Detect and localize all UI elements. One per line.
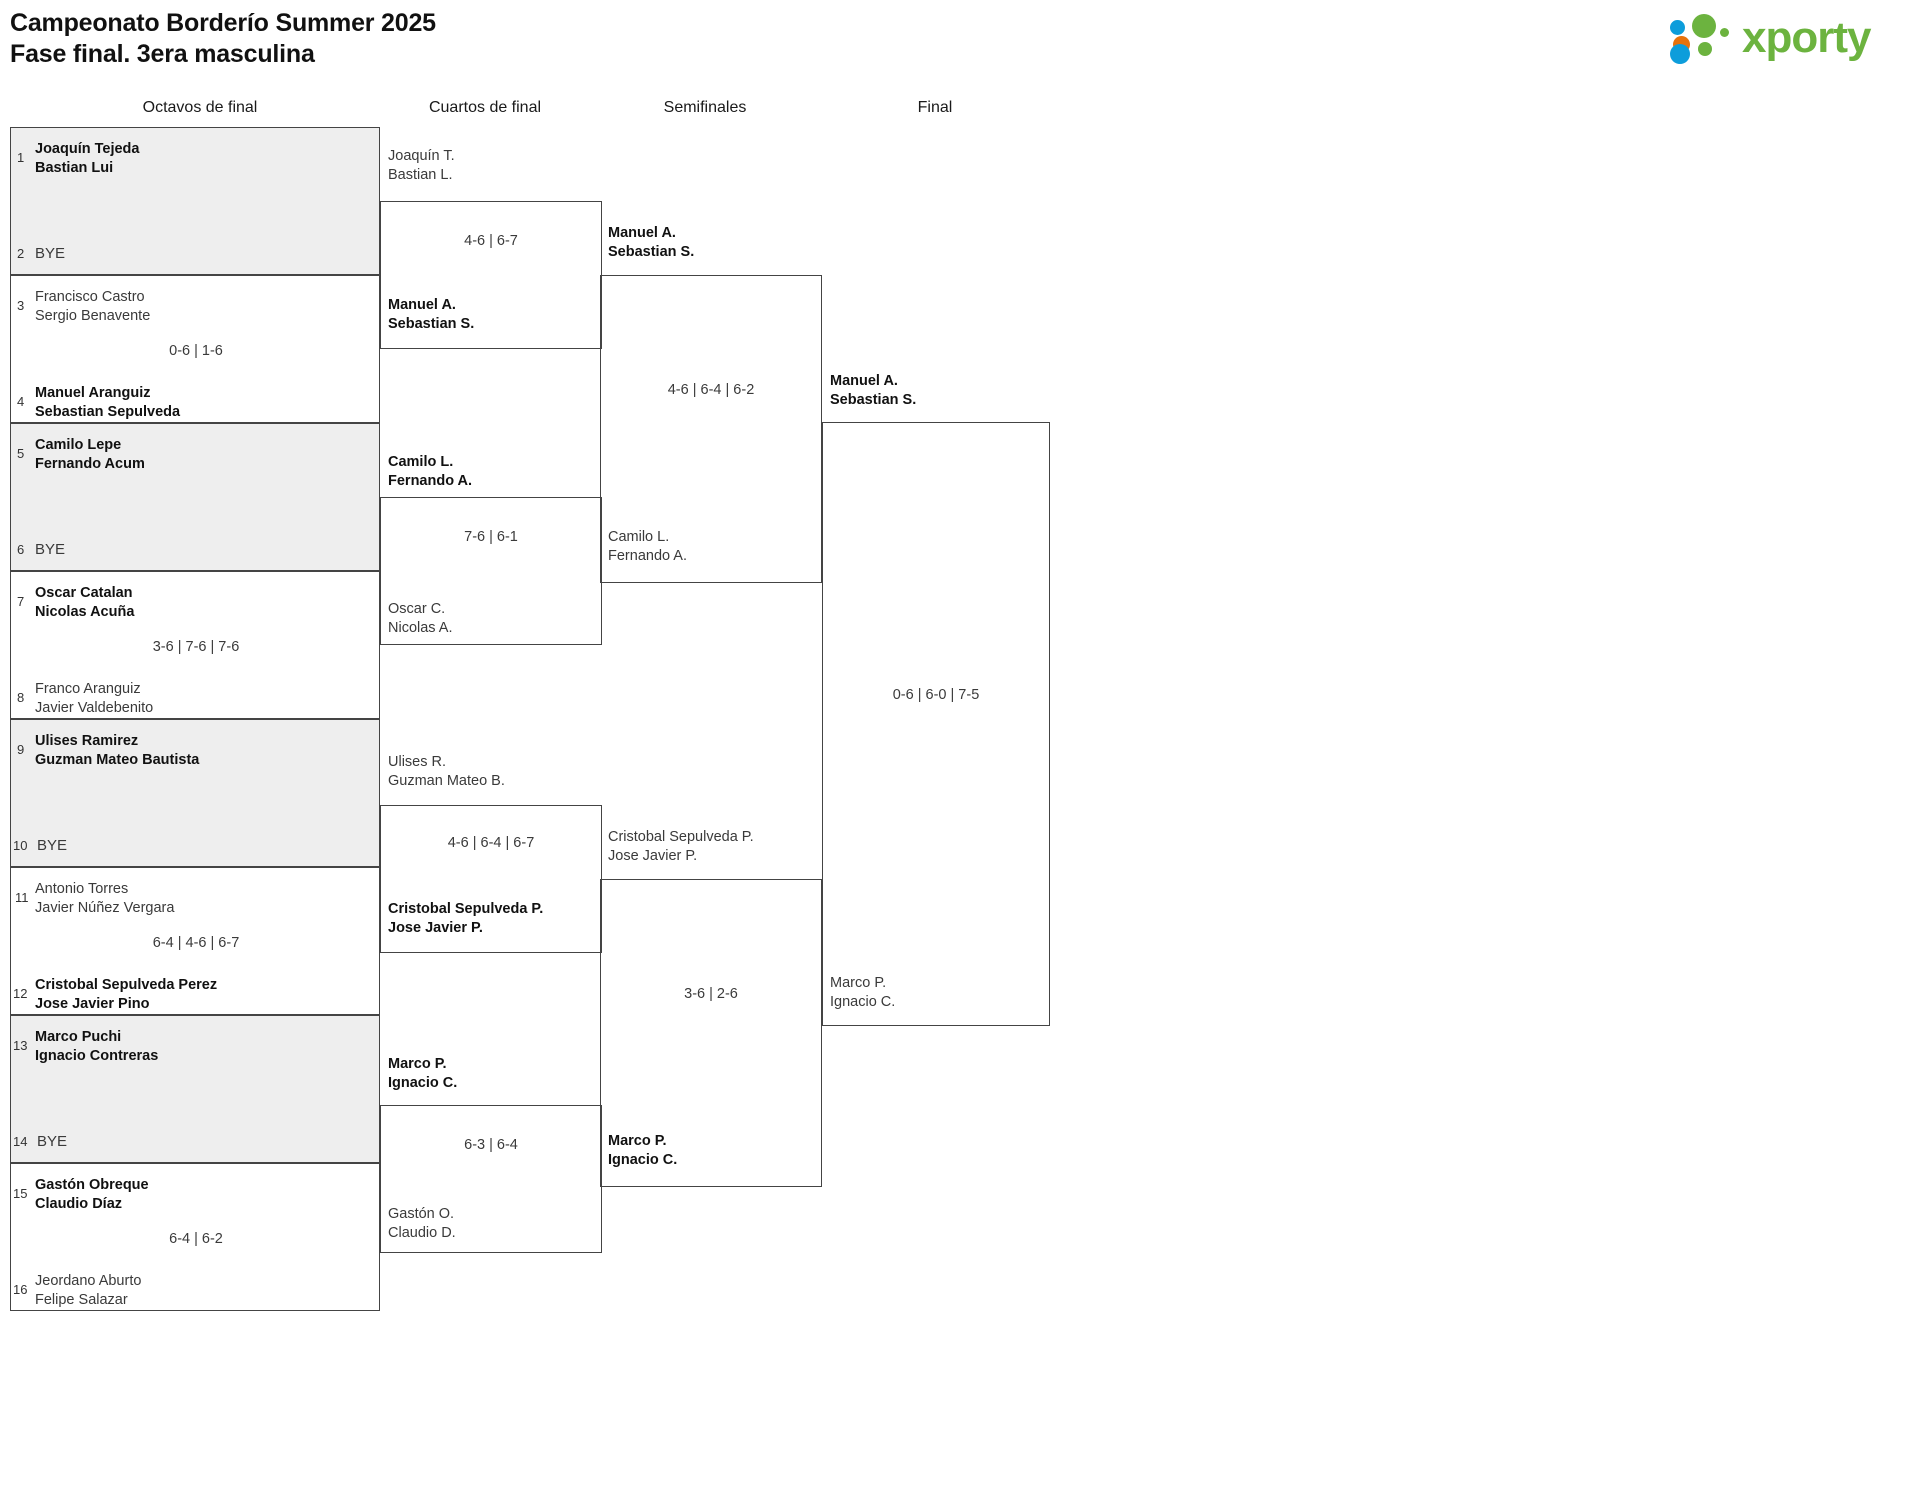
seed-number: 11: [15, 890, 29, 905]
player-names: Joaquín T.Bastian L.: [388, 148, 455, 183]
player-names: Cristobal Sepulveda P.Jose Javier P.: [608, 829, 754, 864]
seed-number: 2: [17, 246, 25, 261]
bye-label: BYE: [35, 541, 66, 558]
xporty-logo: xporty: [1670, 10, 1900, 66]
player-names: Marco P.Ignacio C.: [388, 1056, 458, 1091]
bye-label: BYE: [37, 1133, 68, 1150]
seed-number: 1: [17, 150, 25, 165]
seed-number: 3: [17, 298, 25, 313]
player-names: Marco P.Ignacio C.: [830, 975, 896, 1010]
seed-number: 6: [17, 542, 25, 557]
player-names: Marco P.Ignacio C.: [608, 1133, 678, 1168]
seed-number: 7: [17, 594, 25, 609]
round-header-cuartos: Cuartos de final: [428, 99, 542, 116]
sf-match-2[interactable]: [600, 879, 822, 1187]
title-line-1: Campeonato Borderío Summer 2025: [10, 9, 436, 37]
match-score: 3-6 | 7-6 | 7-6: [152, 639, 240, 655]
seed-number: 10: [13, 838, 28, 853]
round-header-final: Final: [917, 99, 953, 116]
final-match[interactable]: [822, 422, 1050, 1026]
match-score: 0-6 | 1-6: [169, 343, 223, 359]
player-names: Manuel A.Sebastian S.: [830, 373, 917, 408]
player-names: Gastón O.Claudio D.: [388, 1206, 456, 1241]
player-names: Camilo L.Fernando A.: [388, 454, 473, 489]
match-score: 0-6 | 6-0 | 7-5: [892, 687, 980, 703]
match-score: 4-6 | 6-4 | 6-7: [447, 835, 535, 851]
page-title: Campeonato Borderío Summer 2025 Fase fin…: [10, 8, 436, 70]
seed-number: 5: [17, 446, 25, 461]
seed-number: 12: [13, 986, 28, 1001]
match-score: 7-6 | 6-1: [464, 529, 518, 545]
player-names: Manuel A.Sebastian S.: [388, 297, 475, 332]
round-header-octavos: Octavos de final: [142, 99, 258, 116]
match-score: 4-6 | 6-4 | 6-2: [667, 382, 755, 398]
logo-dots-icon: [1670, 14, 1738, 64]
match-score: 3-6 | 2-6: [684, 986, 738, 1002]
player-names: Oscar C.Nicolas A.: [388, 601, 453, 636]
logo-wordmark: xporty: [1742, 13, 1871, 62]
seed-number: 4: [17, 394, 25, 409]
match-score: 6-4 | 4-6 | 6-7: [152, 935, 240, 951]
title-line-2: Fase final. 3era masculina: [10, 40, 315, 68]
player-names: Ulises R.Guzman Mateo B.: [388, 754, 505, 789]
bye-label: BYE: [37, 837, 68, 854]
seed-number: 8: [17, 690, 25, 705]
player-names: Cristobal Sepulveda P.Jose Javier P.: [388, 901, 544, 936]
bye-label: BYE: [35, 245, 66, 262]
qf-match-4[interactable]: [380, 1105, 602, 1253]
seed-number: 13: [13, 1038, 28, 1053]
player-names: Camilo L.Fernando A.: [608, 529, 687, 564]
seed-number: 9: [17, 742, 25, 757]
match-score: 4-6 | 6-7: [464, 233, 518, 249]
sf-match-1[interactable]: [600, 275, 822, 583]
match-score: 6-4 | 6-2: [169, 1231, 223, 1247]
match-score: 6-3 | 6-4: [464, 1137, 518, 1153]
player-names: Manuel A.Sebastian S.: [608, 225, 695, 260]
seed-number: 14: [13, 1134, 28, 1149]
round-header-semis: Semifinales: [663, 99, 747, 116]
qf-match-2[interactable]: [380, 497, 602, 645]
seed-number: 15: [13, 1186, 28, 1201]
seed-number: 16: [13, 1282, 28, 1297]
